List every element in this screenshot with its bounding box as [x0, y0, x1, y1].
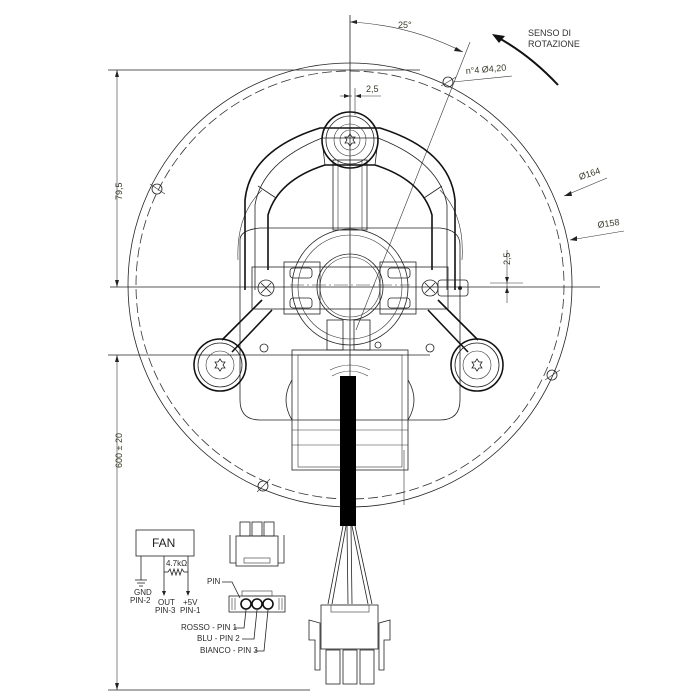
height-dim: 79,5: [114, 70, 124, 287]
pin-1-icon: [240, 598, 252, 610]
pin-1-label: ROSSO - PIN 1: [181, 623, 238, 632]
gnd-label: GND: [134, 588, 152, 597]
cable: [340, 376, 356, 526]
wiring-schematic: FAN GND PIN-2 OUT PIN-3 +5V PIN-1 4.7kΩ: [130, 529, 201, 615]
offset-top-value: 2,5: [366, 84, 379, 94]
rotation-label-line2: ROTAZIONE: [528, 39, 580, 49]
fan-box: [135, 529, 195, 557]
bottom-connector: [308, 604, 391, 685]
out-pin-label: PIN-3: [155, 606, 176, 615]
pin-2-label: BLU - PIN 2: [197, 634, 240, 643]
mount-hole-icon: [544, 369, 561, 381]
resistor-icon: [164, 567, 188, 577]
left-hub-screw-icon: [193, 338, 247, 392]
ground-icon: [135, 579, 147, 587]
vcc-pin-label: PIN-1: [180, 606, 201, 615]
hole-callout: n°4 Ø4,20: [452, 62, 513, 83]
gnd-pin-label: PIN-2: [130, 596, 151, 605]
angle-dimension: 25°: [349, 20, 464, 53]
rotation-arrow-icon: [496, 36, 559, 86]
right-hub-screw-icon: [450, 338, 504, 392]
pin-3-icon: [262, 598, 274, 610]
connector-front-view: PIN ROSSO - PIN 1 BLU - PIN 2 BIANCO - P…: [181, 577, 286, 655]
top-hub-screw-icon: [321, 111, 379, 169]
offset-dim-top: 2,5: [340, 84, 381, 115]
offset-right-value: 2,5: [502, 252, 512, 265]
rotation-indicator: SENSO DI ROTAZIONE: [492, 28, 580, 86]
bolt-circle-value: Ø158: [597, 217, 620, 230]
phillips-screw-icon: [421, 279, 439, 297]
pin-3-label: BIANCO - PIN 3: [200, 646, 258, 655]
cable-length-dim: 600 ± 20: [114, 355, 124, 690]
out-label: OUT: [158, 598, 175, 607]
fan-label: FAN: [152, 536, 175, 550]
diameter-callouts: Ø164 Ø158: [563, 166, 625, 241]
offset-dim-right: 2,5: [490, 250, 523, 303]
vcc-label: +5V: [183, 598, 198, 607]
mount-hole-icon: [149, 183, 166, 195]
height-value: 79,5: [114, 182, 124, 200]
phillips-screw-icon: [257, 279, 275, 297]
wire-harness: [327, 525, 373, 605]
outer-diameter-value: Ø164: [578, 166, 602, 182]
pin-2-icon: [251, 598, 263, 610]
mounting-holes: [149, 76, 561, 493]
cable-length-value: 600 ± 20: [114, 433, 124, 468]
resistor-label: 4.7kΩ: [166, 559, 187, 568]
pin-label: PIN: [207, 577, 221, 586]
mount-hole-icon: [256, 478, 271, 493]
hole-callout-text: n°4 Ø4,20: [465, 62, 506, 76]
motor-body: [193, 111, 504, 526]
rotation-label-line1: SENSO DI: [528, 28, 571, 38]
angle-value: 25°: [398, 20, 412, 30]
connector-top-view: [229, 521, 285, 567]
